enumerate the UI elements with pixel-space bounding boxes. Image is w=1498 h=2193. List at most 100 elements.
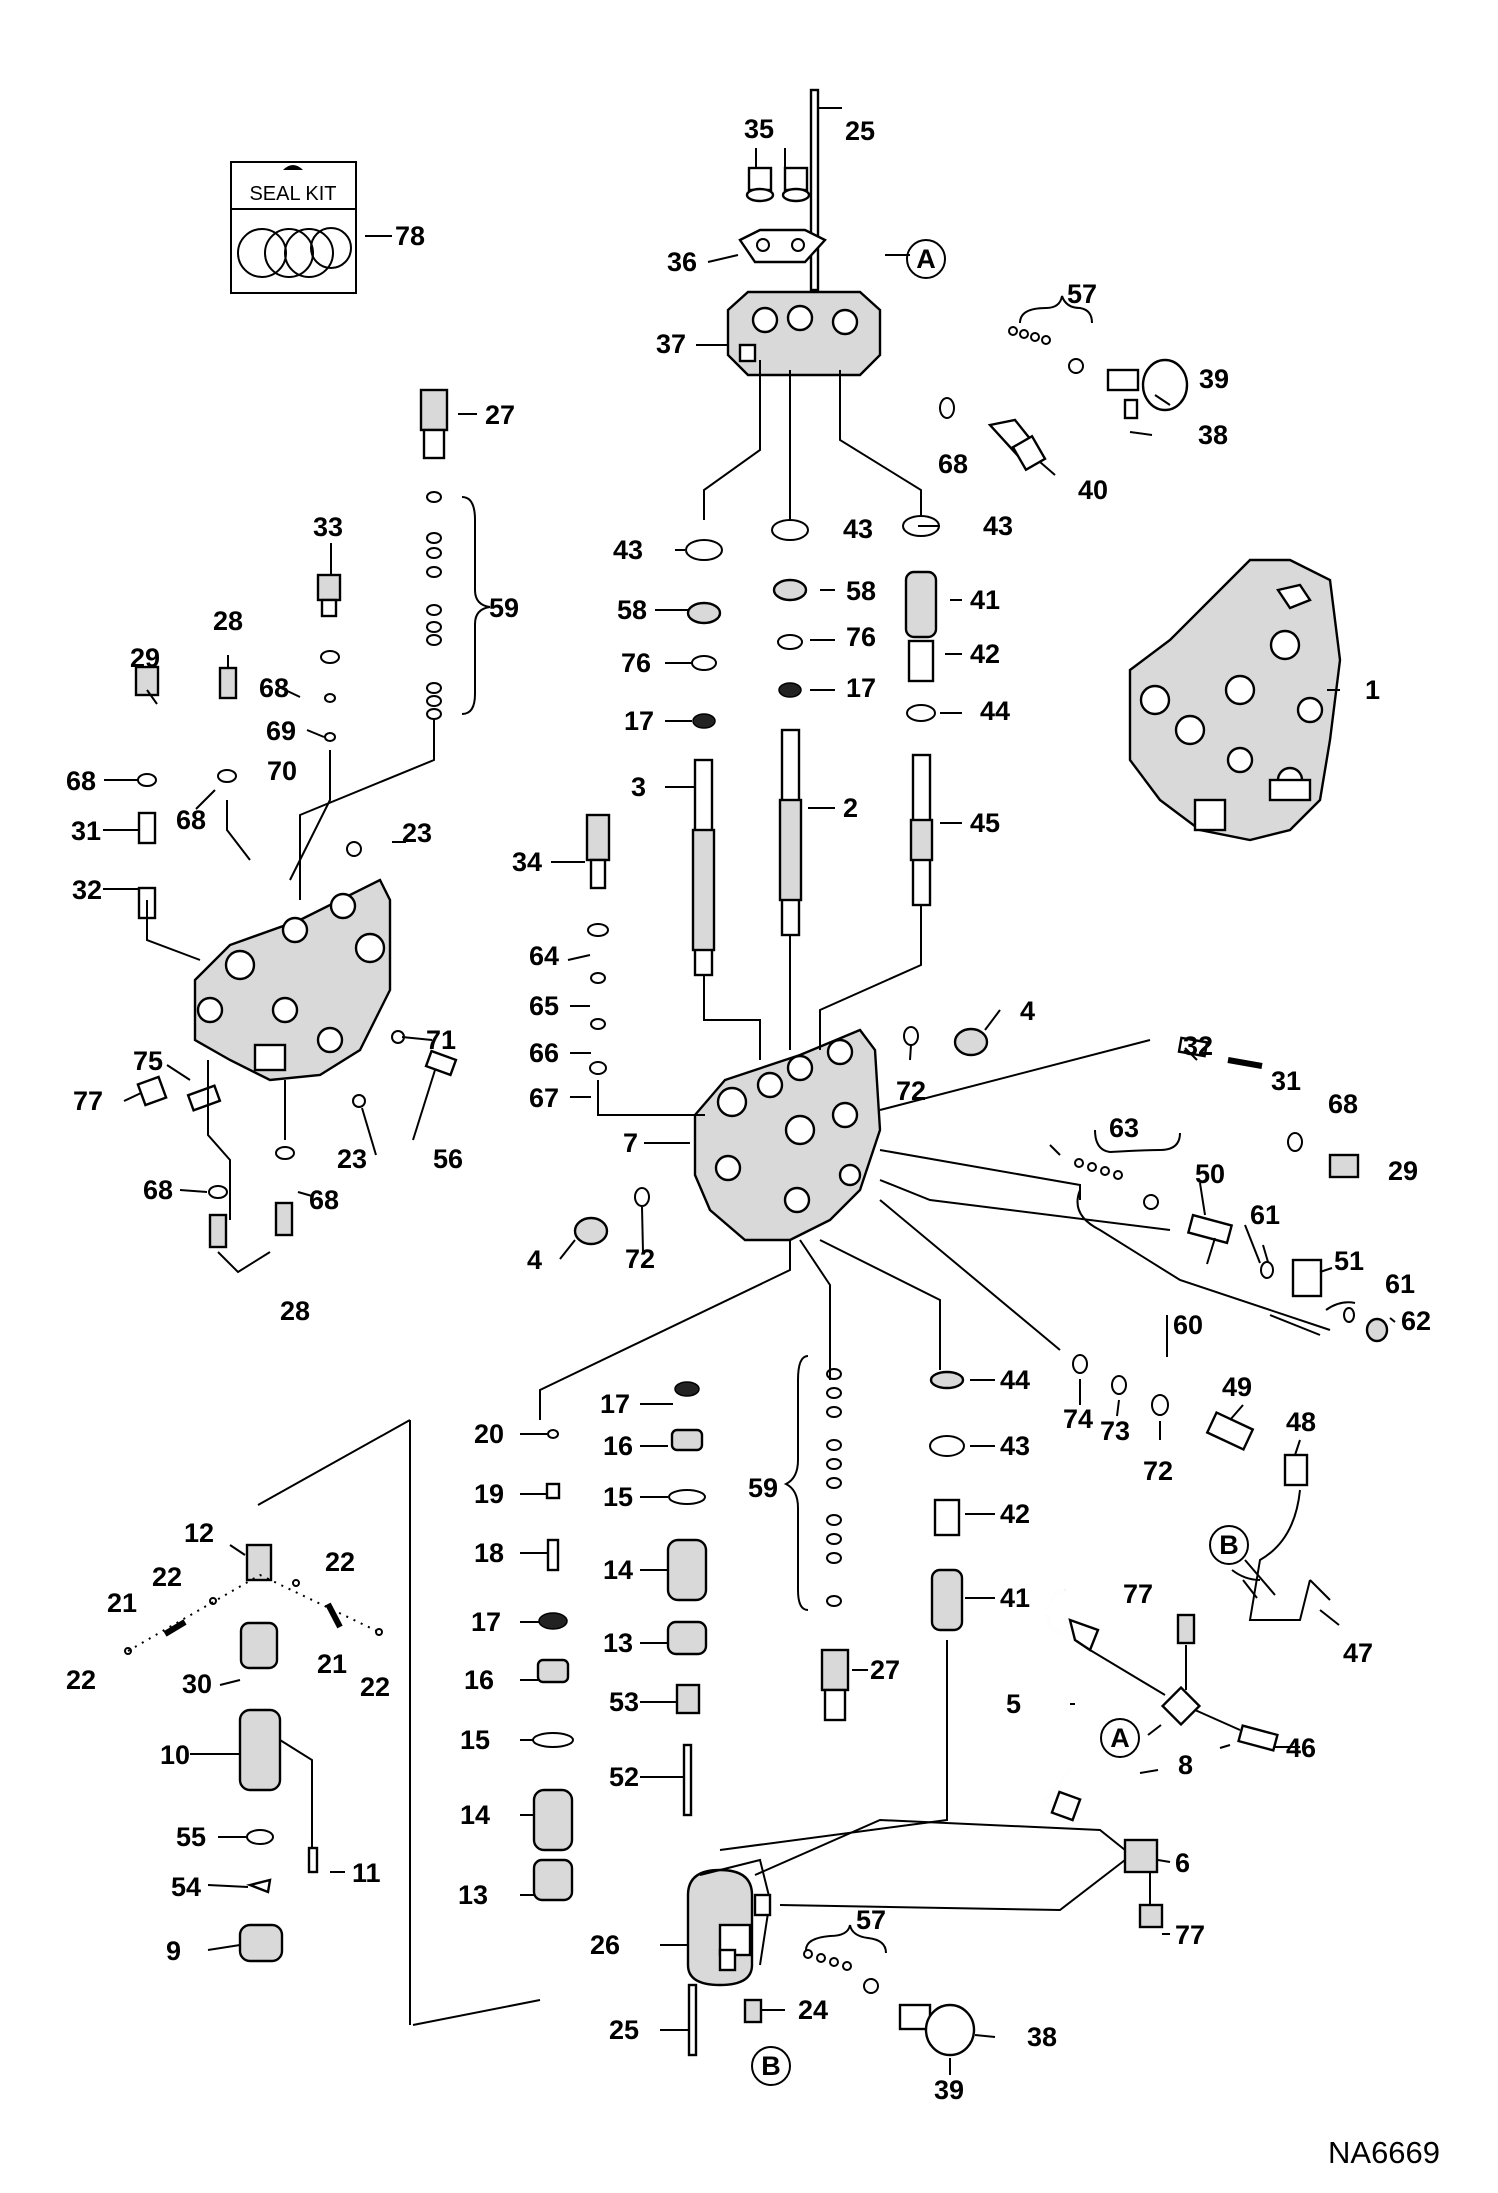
callout-76-mid: 76 — [846, 622, 876, 652]
callout-68-right: 68 — [1328, 1089, 1358, 1119]
callout-68-left-e: 68 — [309, 1185, 339, 1215]
callout-57-top: 57 — [1067, 279, 1097, 309]
callout-77-left: 77 — [73, 1086, 103, 1116]
callout-68-left-a: 68 — [259, 673, 289, 703]
callout-36: 36 — [667, 247, 697, 277]
callout-5: 5 — [1006, 1689, 1021, 1719]
callout-55: 55 — [176, 1822, 206, 1852]
callout-leaders — [103, 148, 1396, 2075]
callout-71: 71 — [426, 1025, 456, 1055]
callout-59-center: 59 — [748, 1473, 778, 1503]
callout-53: 53 — [609, 1687, 639, 1717]
callout-28-top: 28 — [213, 606, 243, 636]
callout-labels: 78 25 35 36 37 57 39 38 68 40 1 27 59 33… — [66, 114, 1431, 2105]
ref-a-top: A — [916, 244, 936, 274]
callout-25-bottom: 25 — [609, 2015, 639, 2045]
callout-66: 66 — [529, 1038, 559, 1068]
callout-10: 10 — [160, 1740, 190, 1770]
callout-72-right: 72 — [1143, 1456, 1173, 1486]
callout-9: 9 — [166, 1936, 181, 1966]
callout-11: 11 — [352, 1858, 381, 1888]
callout-17-mid-top: 17 — [846, 673, 876, 703]
main-valve-assembly — [1128, 558, 1342, 842]
callout-77-right-bottom: 77 — [1175, 1920, 1205, 1950]
callout-13-mid: 13 — [603, 1628, 633, 1658]
callout-14-left: 14 — [460, 1800, 490, 1830]
callout-38-top: 38 — [1198, 420, 1228, 450]
callout-20: 20 — [474, 1419, 504, 1449]
callout-7: 7 — [623, 1128, 638, 1158]
callout-49: 49 — [1222, 1372, 1252, 1402]
callout-6: 6 — [1175, 1848, 1190, 1878]
callout-22-c: 22 — [66, 1665, 96, 1695]
callout-3: 3 — [631, 772, 646, 802]
callout-52: 52 — [609, 1762, 639, 1792]
callout-31-left: 31 — [71, 816, 101, 846]
callout-2: 2 — [843, 793, 858, 823]
lower-right-assembly — [686, 1588, 1279, 2057]
callout-57-bottom: 57 — [856, 1905, 886, 1935]
callout-56: 56 — [433, 1144, 463, 1174]
callout-45: 45 — [970, 808, 1000, 838]
callout-4-left: 4 — [527, 1245, 542, 1275]
callout-68-left-c: 68 — [176, 805, 206, 835]
callout-17-mid-bottom: 17 — [600, 1389, 630, 1419]
callout-77-right-top: 77 — [1123, 1579, 1153, 1609]
callout-39-bottom: 39 — [934, 2075, 964, 2105]
callout-14-mid: 14 — [603, 1555, 633, 1585]
callout-61-top: 61 — [1250, 1200, 1280, 1230]
center-valve-section — [539, 905, 1389, 1621]
callout-21-left: 21 — [107, 1588, 137, 1618]
callout-22-b: 22 — [325, 1547, 355, 1577]
callout-38-bottom: 38 — [1027, 2022, 1057, 2052]
callout-8: 8 — [1178, 1750, 1193, 1780]
callout-42-bottom: 42 — [1000, 1499, 1030, 1529]
callout-35: 35 — [744, 114, 774, 144]
ref-b-right: B — [1219, 1530, 1239, 1560]
callout-16-mid: 16 — [603, 1431, 633, 1461]
callout-72-left: 72 — [625, 1244, 655, 1274]
callout-32-left: 32 — [72, 875, 102, 905]
callout-21-right: 21 — [317, 1649, 347, 1679]
callout-70: 70 — [267, 756, 297, 786]
callout-61-right: 61 — [1385, 1269, 1415, 1299]
callout-43-mid: 43 — [843, 514, 873, 544]
callout-43-right-bottom: 43 — [1000, 1431, 1030, 1461]
callout-26: 26 — [590, 1930, 620, 1960]
callout-44-top: 44 — [980, 696, 1010, 726]
callout-69: 69 — [266, 716, 296, 746]
top-block-assembly — [726, 88, 1189, 472]
lower-left-assembly — [124, 1419, 541, 2026]
callout-15-mid: 15 — [603, 1482, 633, 1512]
callout-29-right: 29 — [1388, 1156, 1418, 1186]
callout-22-a: 22 — [152, 1562, 182, 1592]
callout-68-left-d: 68 — [143, 1175, 173, 1205]
callout-34: 34 — [512, 847, 542, 877]
callout-58-mid: 58 — [846, 576, 876, 606]
callout-54: 54 — [171, 1872, 201, 1902]
callout-74: 74 — [1063, 1404, 1093, 1434]
ref-b-bottom: B — [761, 2051, 781, 2081]
callout-44-bottom: 44 — [1000, 1365, 1030, 1395]
callout-43-left: 43 — [613, 535, 643, 565]
callout-41-bottom: 41 — [1000, 1583, 1030, 1613]
callout-30: 30 — [182, 1669, 212, 1699]
callout-23-top: 23 — [402, 818, 432, 848]
callout-24: 24 — [798, 1995, 828, 2025]
callout-31-right: 31 — [1271, 1066, 1301, 1096]
callout-12: 12 — [184, 1518, 214, 1548]
seal-kit-box: SEAL KIT — [230, 161, 357, 294]
callout-59-left: 59 — [489, 593, 519, 623]
callout-27-bottom: 27 — [870, 1655, 900, 1685]
callout-65: 65 — [529, 991, 559, 1021]
callout-40: 40 — [1078, 475, 1108, 505]
spool-stacks-lower — [532, 1355, 965, 1902]
callout-16-left: 16 — [464, 1665, 494, 1695]
left-valve-section — [134, 388, 491, 1274]
reference-markers: A A B B — [751, 239, 1249, 2086]
callout-28-bottom: 28 — [280, 1296, 310, 1326]
callout-13-left: 13 — [458, 1880, 488, 1910]
callout-67: 67 — [529, 1083, 559, 1113]
